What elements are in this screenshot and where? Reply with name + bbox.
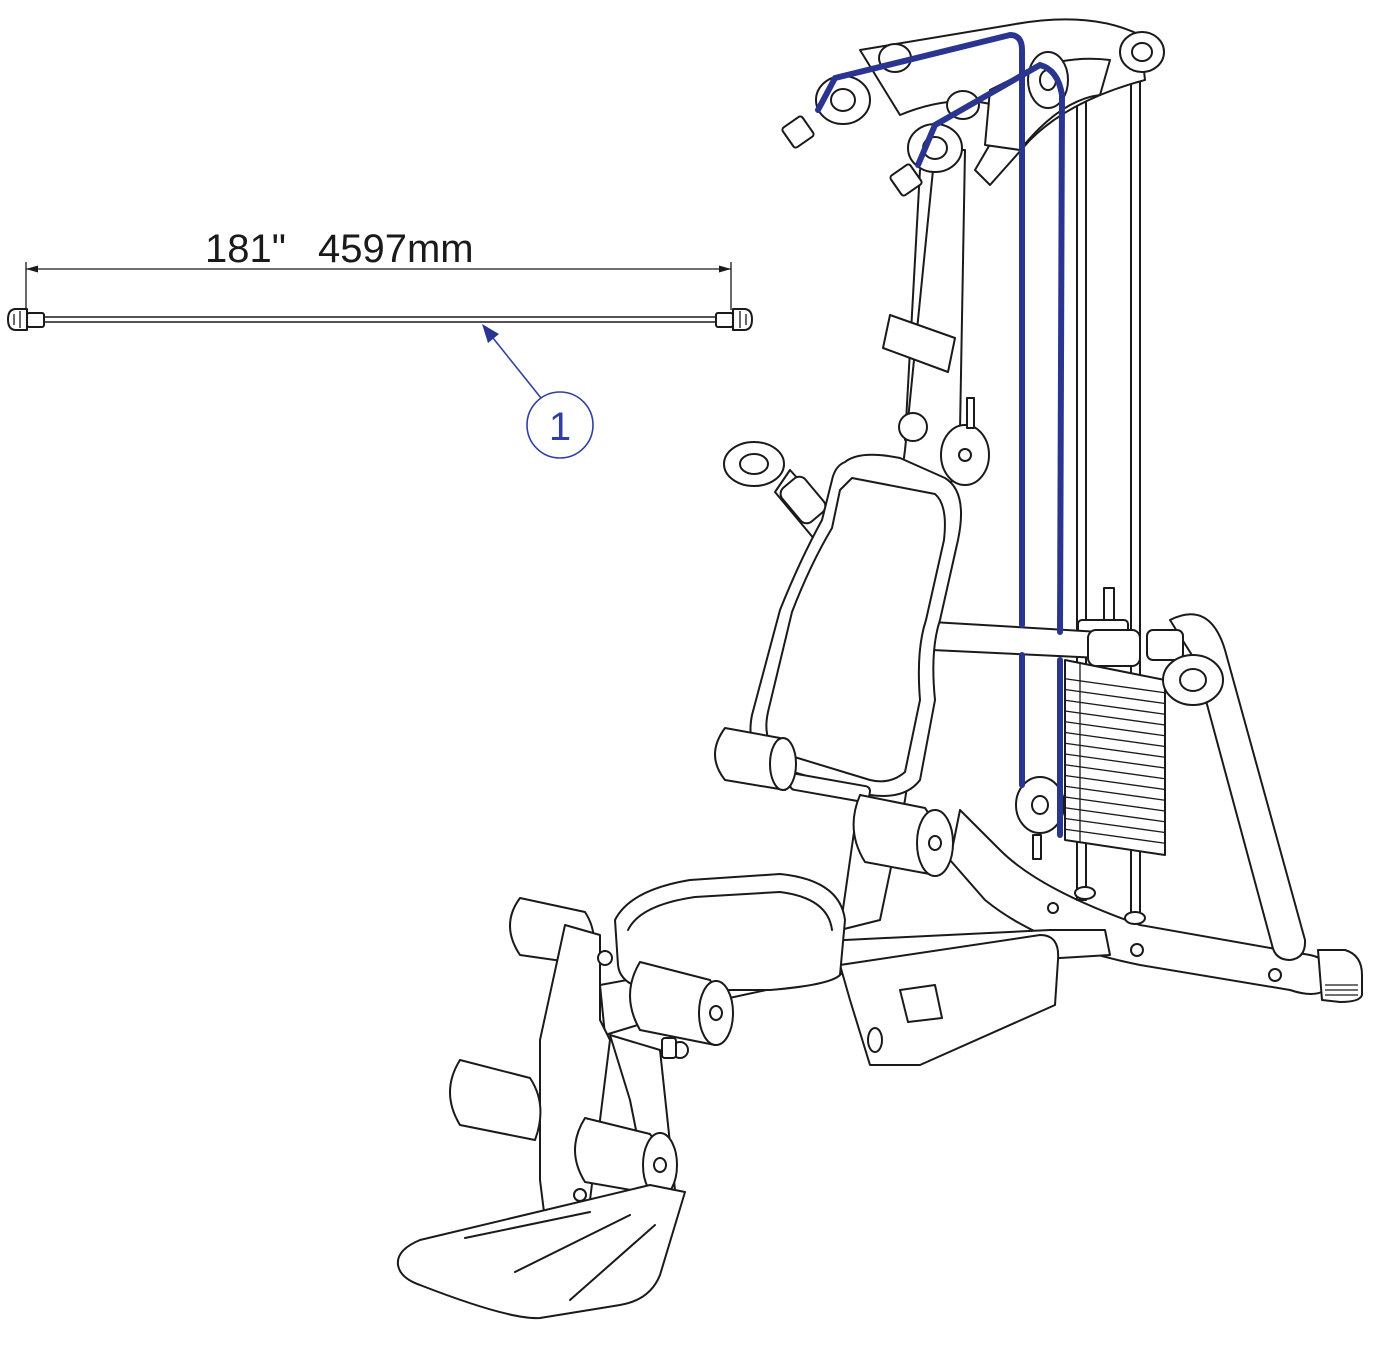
cable-route [815, 32, 1065, 838]
weight-plate-edge [1064, 774, 1166, 791]
cable-route-top [815, 32, 1025, 628]
callout-number: 1 [549, 405, 571, 449]
callout-balloon: 1 [526, 391, 594, 459]
weight-plate-edge [1064, 688, 1166, 705]
weight-plate-edge [1064, 796, 1166, 812]
weight-plate-edge [1064, 731, 1166, 748]
dimension-label-mm: 4597mm [318, 227, 474, 271]
weight-plate-edge [1064, 785, 1166, 801]
seat-bracket-plate [839, 934, 1060, 1066]
weight-plate-edge [1064, 828, 1166, 844]
cable-part-detail: 181" 4597mm [7, 227, 753, 459]
footplate [396, 1184, 686, 1320]
leg-roller-upper-right [629, 961, 734, 1046]
brand-plate [882, 314, 956, 373]
weight-plate-edge [1064, 807, 1166, 823]
callout-leader [482, 324, 542, 399]
back-roller-right [852, 794, 954, 877]
weight-plate-edge [1064, 710, 1166, 726]
cable-route-top-right [915, 62, 1065, 635]
cable-ball-end-left [7, 308, 45, 331]
rear-foot-cap [1317, 949, 1363, 1003]
weight-plate-edge [1064, 721, 1166, 737]
arm-pulley-right [1162, 654, 1224, 706]
back-roller-left [714, 727, 797, 791]
rear-support-leg [1169, 613, 1307, 961]
weight-plate-edge [1064, 678, 1166, 694]
leg-roller-lower-left [449, 1059, 542, 1141]
floating-pulley [1015, 776, 1065, 860]
weight-plate-edge [1064, 817, 1166, 834]
weight-plate-edge [1064, 742, 1166, 758]
upright-pulley [898, 397, 990, 486]
dimension-label-inches: 181" [205, 227, 286, 271]
top-pulley-left [781, 75, 871, 149]
weight-stack-body [1064, 659, 1166, 856]
weight-plate-edge [1064, 699, 1166, 715]
back-pad [749, 453, 962, 797]
arm-pulley-left [723, 441, 836, 541]
weight-plate-edge [1064, 764, 1166, 780]
weight-stack [1064, 659, 1166, 856]
press-arm-crossbar [931, 621, 1101, 659]
home-gym-machine [396, 18, 1363, 1320]
cable-part [7, 308, 753, 331]
cable-ball-end-right [715, 308, 753, 331]
weight-plate-edge [1064, 753, 1166, 769]
dimension-line [25, 262, 732, 310]
